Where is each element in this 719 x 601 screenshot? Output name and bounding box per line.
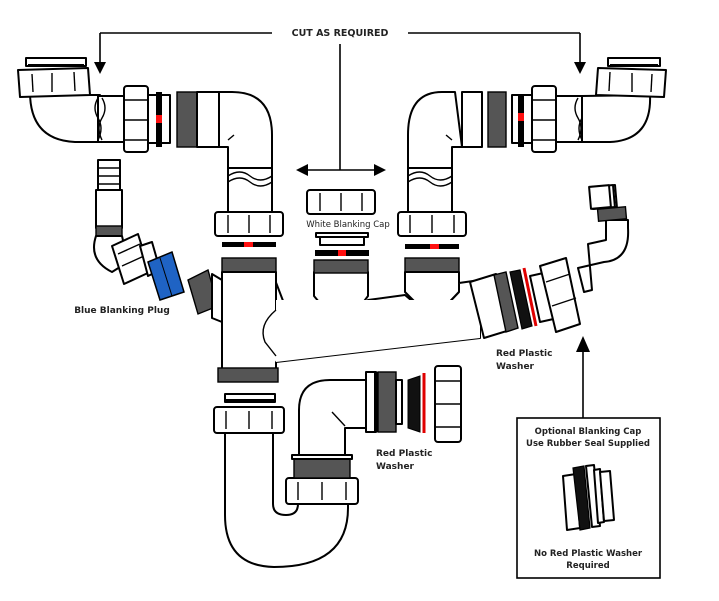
optional-cap-title: Optional Blanking Cap <box>535 427 642 437</box>
left-side-branch: Blue Blanking Plug <box>74 159 223 323</box>
bottle-trap: Red Plastic Washer <box>213 365 462 568</box>
trap-rubber-seal <box>407 375 421 433</box>
optional-blanking-cap-callout: Optional Blanking Cap Use Rubber Seal Su… <box>516 336 661 579</box>
trap-u-bend <box>224 432 349 568</box>
right-hose-elbow <box>577 219 630 293</box>
right-downpipe-thread <box>404 257 460 273</box>
left-branch-stub <box>211 273 223 323</box>
trap-outlet-thread <box>377 371 397 433</box>
rubber-seal <box>572 465 591 531</box>
right-rubber-seal <box>509 269 533 330</box>
right-branch-thread <box>493 271 519 333</box>
white-blanking-cap-assembly: White Blanking Cap <box>306 189 390 256</box>
arrow-down-right-icon <box>574 62 586 74</box>
left-red-washer-marker <box>156 115 162 123</box>
left-downpipe <box>214 167 284 273</box>
right-sink-connection <box>407 57 667 169</box>
right-socket-body <box>461 91 483 148</box>
right-red-washer-marker <box>518 113 524 121</box>
red-washer-right-line2: Washer <box>496 362 535 372</box>
arrow-left-icon <box>296 164 308 176</box>
optional-cap-footer-line2: Required <box>566 561 609 571</box>
right-hose-barb <box>588 184 612 210</box>
left-compression-nut <box>123 85 149 153</box>
red-washer-right-label: Red Plastic Washer <box>496 349 556 372</box>
red-washer-right-line1: Red Plastic <box>496 349 552 359</box>
right-side-branch: Red Plastic Washer <box>469 183 630 372</box>
left-downturn-elbow <box>218 91 273 169</box>
left-hose-thread <box>95 225 123 237</box>
right-compression-nut <box>531 85 557 153</box>
white-blanking-cap-label: White Blanking Cap <box>306 220 390 230</box>
arrow-right-icon <box>374 164 386 176</box>
optional-blanking-cap-illustration <box>562 464 615 531</box>
right-inlet-elbow <box>581 94 652 143</box>
cut-as-required-indicator: CUT AS REQUIRED <box>94 28 586 176</box>
left-inlet-nut <box>17 67 91 98</box>
right-red-washer <box>522 267 538 327</box>
blanking-cap-insert <box>319 236 365 246</box>
trap-outlet-elbow <box>298 379 367 456</box>
center-thread <box>313 259 369 274</box>
left-hose-spigot <box>95 189 123 229</box>
manifold-body <box>217 259 481 383</box>
left-threaded-socket <box>176 91 198 148</box>
blue-blanking-plug-label: Blue Blanking Plug <box>74 306 170 316</box>
cut-as-required-label: CUT AS REQUIRED <box>292 28 389 39</box>
right-threaded-socket <box>487 91 507 148</box>
left-sink-connection <box>17 57 273 169</box>
left-downpipe-thread <box>221 257 277 273</box>
left-socket-body <box>196 91 220 148</box>
trap-right-thread <box>293 457 351 479</box>
left-downpipe-body <box>227 167 273 214</box>
right-inlet-nut <box>595 67 667 98</box>
red-washer-bottom-line2: Washer <box>376 462 415 472</box>
right-downpipe-body <box>407 167 453 214</box>
right-downturn-elbow <box>407 91 463 169</box>
optional-cap-subtitle: Use Rubber Seal Supplied <box>526 439 650 449</box>
optional-cap-footer-line1: No Red Plastic Washer <box>534 549 643 559</box>
red-washer-bottom-line1: Red Plastic <box>376 449 432 459</box>
left-inlet-elbow <box>29 91 101 143</box>
right-downpipe <box>397 167 467 273</box>
manifold-bottom-thread <box>217 367 279 383</box>
left-hose-barb <box>97 159 121 191</box>
arrow-down-left-icon <box>94 62 106 74</box>
right-branch-nut <box>539 257 581 333</box>
red-washer-bottom-label: Red Plastic Washer <box>376 449 436 472</box>
arrow-up-icon <box>576 336 590 352</box>
